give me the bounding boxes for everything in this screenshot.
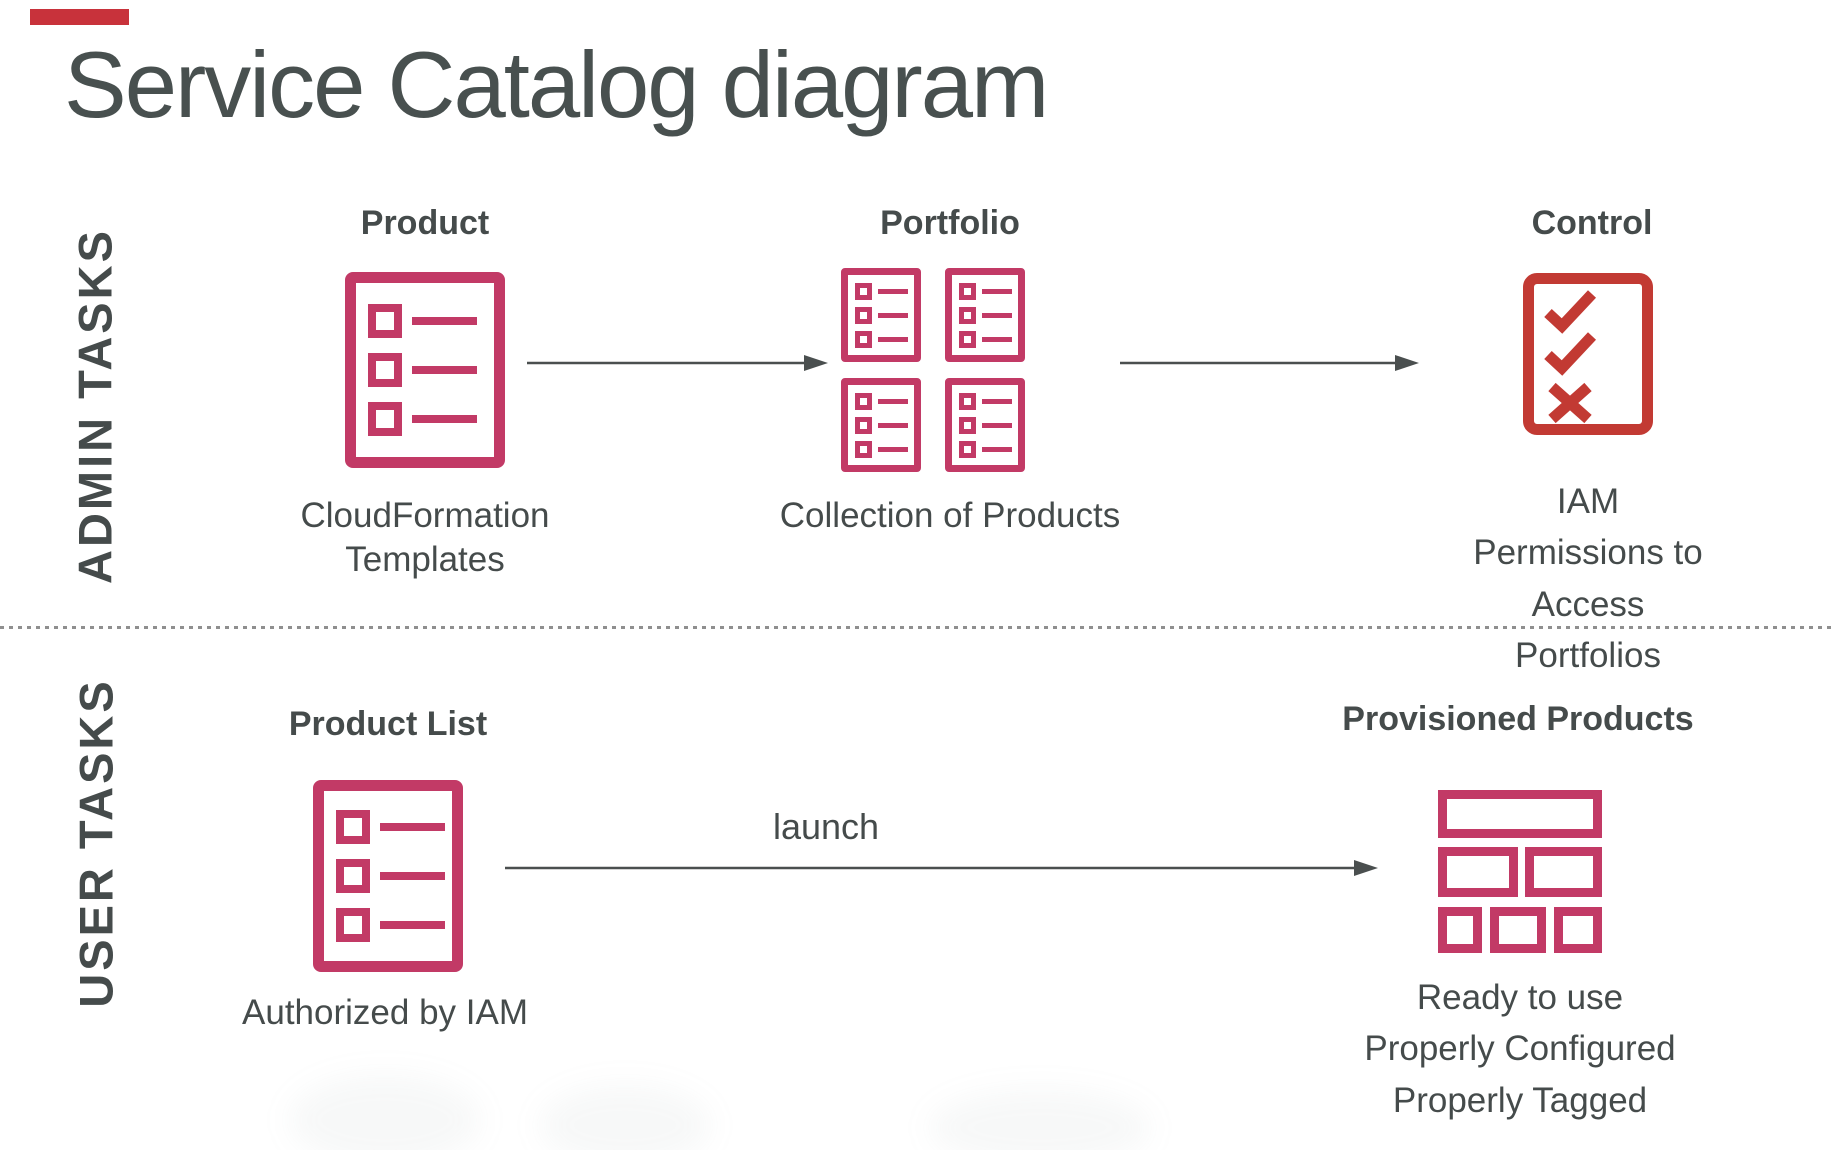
checkbox-square-icon xyxy=(368,304,402,338)
list-row xyxy=(855,392,914,410)
arrow-product-to-portfolio-icon xyxy=(527,355,828,371)
list-row xyxy=(336,859,452,893)
checkbox-square-icon xyxy=(959,392,976,410)
checkbox-square-icon xyxy=(959,416,976,434)
checkbox-square-icon xyxy=(336,810,370,844)
text-line-icon xyxy=(878,288,908,294)
mini-list-document-icon xyxy=(945,268,1025,362)
list-row xyxy=(959,330,1018,348)
portfolio-caption: Collection of Products xyxy=(779,496,1121,535)
control-heading: Control xyxy=(1531,204,1653,242)
checkbox-square-icon xyxy=(959,440,976,458)
checkbox-square-icon xyxy=(855,440,872,458)
control-caption: IAM Permissions to Access Portfolios xyxy=(1473,482,1703,676)
text-line-icon xyxy=(412,366,477,374)
product-list-heading: Product List xyxy=(288,705,488,743)
brick xyxy=(1438,847,1518,897)
checkbox-square-icon xyxy=(855,416,872,434)
row-divider xyxy=(0,626,1832,629)
portfolio-heading: Portfolio xyxy=(880,204,1020,242)
brick xyxy=(1554,907,1602,953)
list-row xyxy=(855,306,914,324)
admin-tasks-row-label: ADMIN TASKS xyxy=(68,228,122,584)
brick-row xyxy=(1438,907,1602,953)
text-line-icon xyxy=(380,872,445,880)
text-line-icon xyxy=(878,398,908,404)
bricks-stack-icon xyxy=(1438,790,1602,953)
user-tasks-row-label: USER TASKS xyxy=(69,678,123,1008)
text-line-icon xyxy=(878,446,908,452)
text-line-icon xyxy=(380,921,445,929)
list-row xyxy=(959,282,1018,300)
text-line-icon xyxy=(982,336,1012,342)
checkbox-square-icon xyxy=(855,282,872,300)
text-line-icon xyxy=(982,422,1012,428)
mini-list-document-icon xyxy=(841,268,921,362)
checklist-checkmarks-icon xyxy=(1523,273,1653,435)
list-row xyxy=(855,440,914,458)
checkbox-square-icon xyxy=(959,330,976,348)
ghost-smudge xyxy=(540,1085,710,1150)
checkmarks-and-x-icon xyxy=(1544,290,1597,424)
ghost-smudge xyxy=(290,1075,480,1150)
list-row xyxy=(855,330,914,348)
page-title: Service Catalog diagram xyxy=(64,32,1049,137)
accent-bar xyxy=(30,9,129,25)
arrow-portfolio-to-control-icon xyxy=(1120,355,1419,371)
checkbox-square-icon xyxy=(959,306,976,324)
list-row xyxy=(368,402,494,436)
list-row xyxy=(959,440,1018,458)
four-list-documents-icon xyxy=(841,268,1025,472)
text-line-icon xyxy=(412,317,477,325)
text-line-icon xyxy=(412,415,477,423)
mini-list-document-icon xyxy=(841,378,921,472)
list-document-icon xyxy=(345,272,505,468)
list-row xyxy=(368,353,494,387)
product-heading: Product xyxy=(360,204,490,242)
list-row xyxy=(855,282,914,300)
list-row xyxy=(959,392,1018,410)
brick xyxy=(1438,790,1602,838)
arrow-launch-icon xyxy=(505,860,1378,876)
checkbox-square-icon xyxy=(855,392,872,410)
text-line-icon xyxy=(982,398,1012,404)
list-row xyxy=(855,416,914,434)
text-line-icon xyxy=(878,422,908,428)
checkbox-square-icon xyxy=(855,330,872,348)
brick-row xyxy=(1438,847,1602,897)
brick xyxy=(1490,907,1546,953)
list-row xyxy=(336,810,452,844)
provisioned-products-caption: Ready to use Properly Configured Properl… xyxy=(1364,978,1676,1120)
text-line-icon xyxy=(380,823,445,831)
launch-label: launch xyxy=(772,806,880,847)
checkbox-square-icon xyxy=(336,908,370,942)
mini-list-document-icon xyxy=(945,378,1025,472)
product-caption: CloudFormation Templates xyxy=(300,496,550,580)
checkbox-square-icon xyxy=(855,306,872,324)
list-document-icon xyxy=(313,780,463,972)
text-line-icon xyxy=(878,336,908,342)
text-line-icon xyxy=(982,446,1012,452)
text-line-icon xyxy=(878,312,908,318)
ghost-smudge xyxy=(930,1090,1150,1150)
list-row xyxy=(368,304,494,338)
brick xyxy=(1438,907,1482,953)
checkbox-square-icon xyxy=(368,353,402,387)
list-row xyxy=(336,908,452,942)
text-line-icon xyxy=(982,312,1012,318)
product-list-caption: Authorized by IAM xyxy=(242,993,528,1032)
brick xyxy=(1525,847,1602,897)
checkbox-square-icon xyxy=(336,859,370,893)
text-line-icon xyxy=(982,288,1012,294)
checkbox-square-icon xyxy=(959,282,976,300)
checkbox-square-icon xyxy=(368,402,402,436)
list-row xyxy=(959,416,1018,434)
list-row xyxy=(959,306,1018,324)
provisioned-products-heading: Provisioned Products xyxy=(1342,700,1694,738)
